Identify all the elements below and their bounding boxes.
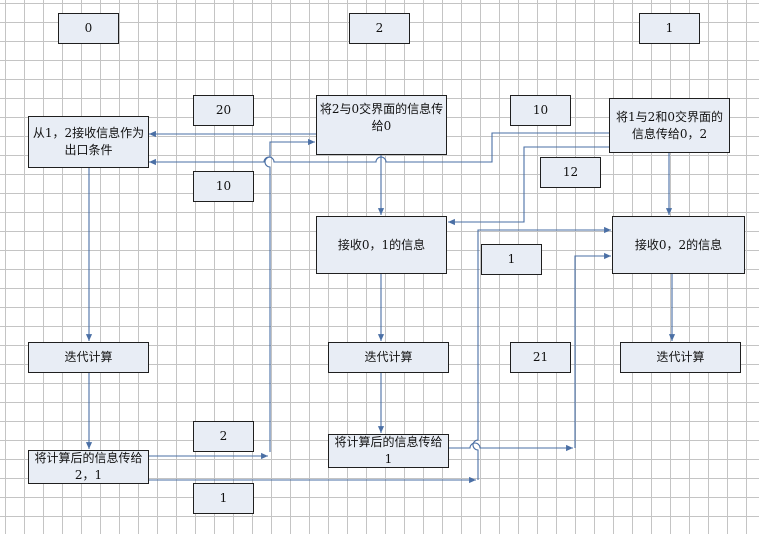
arrow-21-vertical (574, 252, 611, 448)
iterate-mid-box: 迭代计算 (328, 342, 449, 373)
send-2-0-interface-box: 将2与0交界面的信息传给0 (316, 95, 447, 155)
receive-0-1-text: 接收0，1的信息 (337, 237, 426, 252)
arrow-21-to-send-mid (449, 442, 573, 452)
tag-10-left-box: 10 (193, 171, 254, 202)
process-2-box: 2 (349, 13, 410, 44)
iterate-mid-text: 迭代计算 (364, 350, 413, 364)
receive-0-1-box: 接收0，1的信息 (316, 216, 447, 274)
send-1-2-0-interface-box: 将1与2和0交界面的信息传给0，2 (609, 98, 730, 153)
arrow-2-vertical (264, 138, 315, 452)
tag-2-bottom-label: 2 (219, 429, 228, 443)
receive-0-2-text: 接收0，2的信息 (634, 237, 723, 252)
iterate-right-text: 迭代计算 (656, 350, 705, 364)
tag-1-mid-box: 1 (481, 244, 542, 275)
receive-from-1-2-text: 从1，2接收信息作为出口条件 (32, 126, 145, 157)
iterate-left-box: 迭代计算 (28, 342, 149, 373)
send-computed-mid-box: 将计算后的信息传给1 (328, 434, 449, 468)
tag-10-right-box: 10 (510, 95, 571, 126)
tag-20-box: 20 (193, 95, 254, 126)
tag-12-label: 12 (562, 165, 579, 179)
receive-from-1-2-box: 从1，2接收信息作为出口条件 (28, 116, 149, 168)
iterate-right-box: 迭代计算 (620, 342, 741, 373)
tag-2-bottom-box: 2 (193, 421, 254, 452)
tag-1-bottom-label: 1 (219, 491, 228, 505)
tag-1-mid-label: 1 (507, 252, 516, 266)
process-2-label: 2 (375, 21, 384, 35)
send-2-0-interface-text: 将2与0交界面的信息传给0 (319, 102, 444, 133)
process-1-label: 1 (665, 21, 674, 35)
tag-10-left-label: 10 (215, 179, 232, 193)
send-computed-left-box: 将计算后的信息传给2，1 (28, 450, 149, 484)
tag-1-bottom-box: 1 (193, 483, 254, 514)
tag-21-label: 21 (532, 350, 549, 364)
process-0-box: 0 (58, 13, 119, 44)
tag-20-label: 20 (215, 103, 232, 117)
tag-10-right-label: 10 (532, 103, 549, 117)
iterate-left-text: 迭代计算 (64, 350, 113, 364)
tag-21-box: 21 (510, 342, 571, 373)
tag-12-box: 12 (540, 157, 601, 188)
process-1-box: 1 (639, 13, 700, 44)
send-1-2-0-interface-text: 将1与2和0交界面的信息传给0，2 (616, 109, 723, 141)
process-0-label: 0 (84, 21, 93, 35)
receive-0-2-box: 接收0，2的信息 (612, 216, 745, 274)
send-computed-mid-text: 将计算后的信息传给1 (334, 435, 443, 466)
send-computed-left-text: 将计算后的信息传给2，1 (34, 451, 143, 482)
